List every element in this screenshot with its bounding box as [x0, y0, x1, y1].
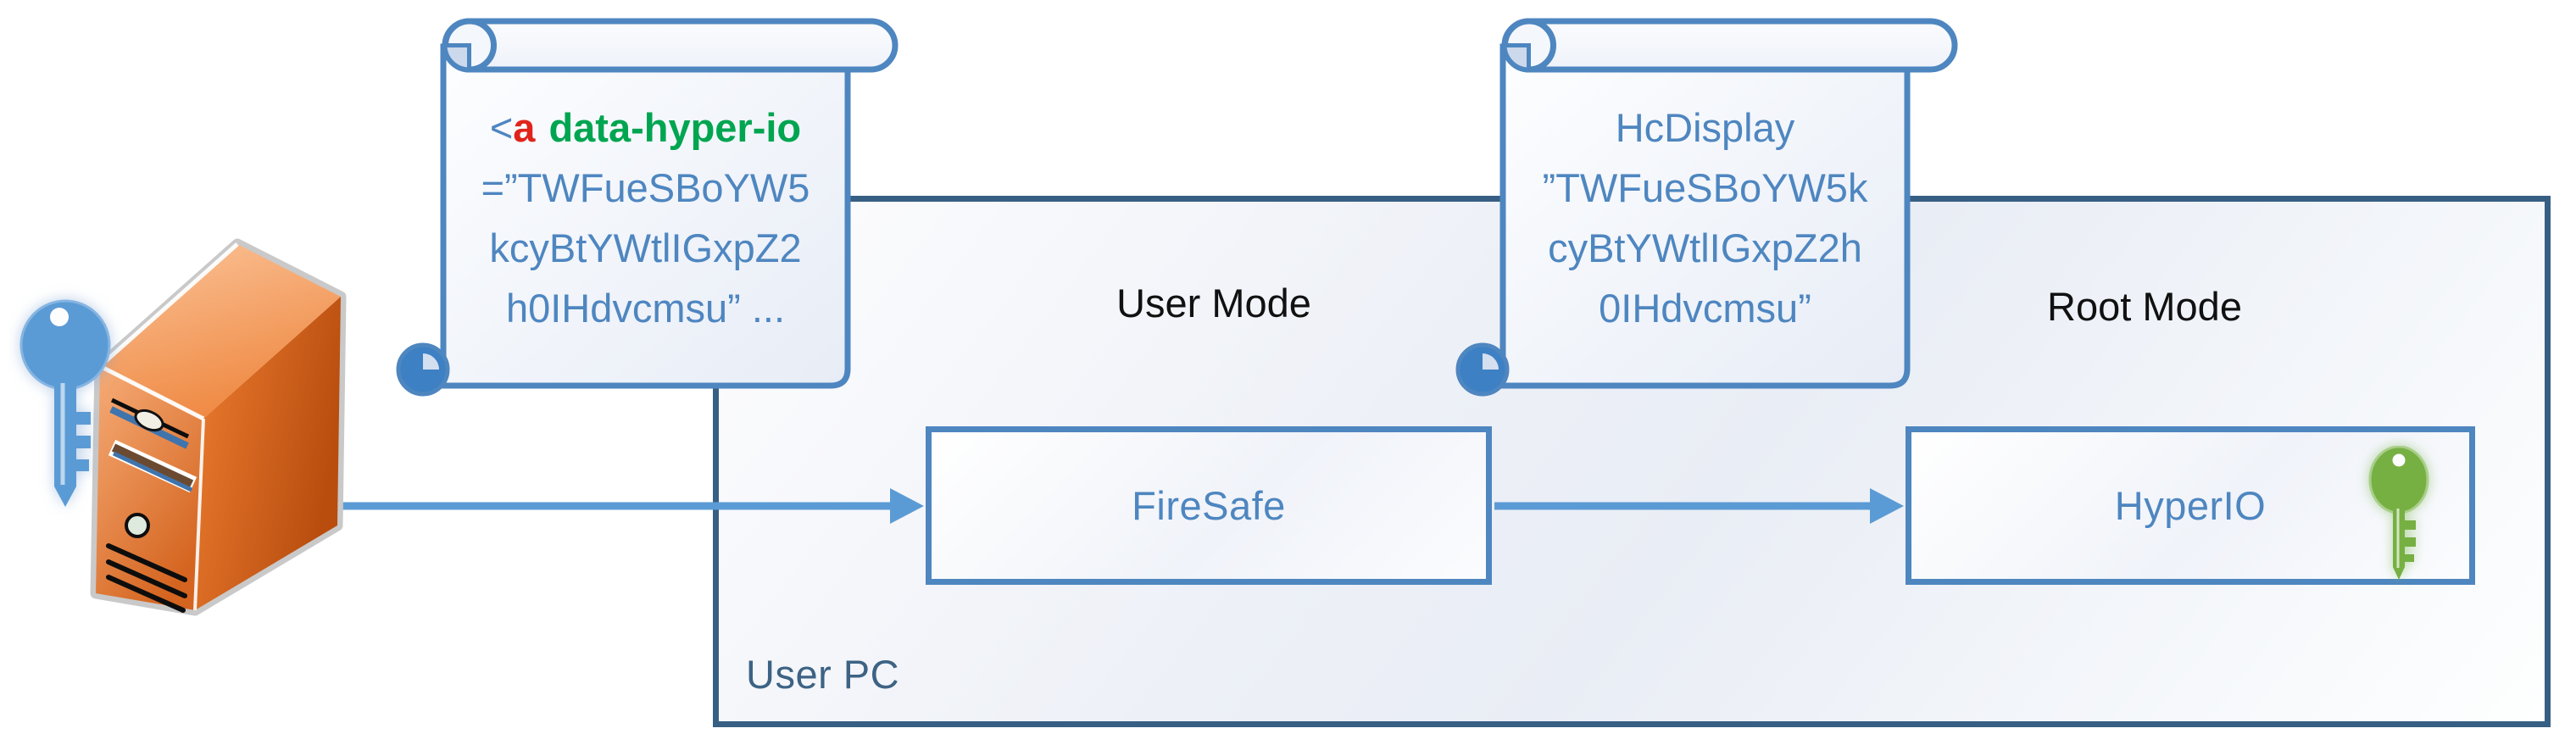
user-mode-label: User Mode	[1116, 281, 1311, 325]
code-note-line4: h0IHdvcmsu” ...	[505, 286, 786, 331]
html-bracket: <	[489, 105, 514, 150]
code-note-line3: kcyBtYWtlIGxpZ2	[489, 225, 802, 270]
root-key-icon	[2368, 446, 2429, 580]
display-note-scroll: HcDisplay ”TWFueSBoYW5k cyBtYWtlIGxpZ2h …	[1454, 13, 1962, 411]
code-note-scroll: <a data-hyper-io =”TWFueSBoYW5 kcyBtYWtlI…	[394, 13, 903, 411]
html-tag: a	[513, 105, 536, 150]
root-mode-label: Root Mode	[2047, 284, 2242, 329]
display-note-line2: ”TWFueSBoYW5k	[1542, 165, 1868, 210]
code-note-text: <a data-hyper-io =”TWFueSBoYW5 kcyBtYWtlI…	[443, 97, 848, 338]
display-note-line3: cyBtYWtlIGxpZ2h	[1548, 225, 1862, 270]
hyperio-box: HyperIO	[1906, 426, 2475, 585]
tower-body	[90, 238, 347, 616]
code-note-line2: =”TWFueSBoYW5	[481, 165, 810, 210]
power-button	[125, 513, 150, 538]
drive-eject-button	[134, 409, 164, 432]
firesafe-box: FireSafe	[926, 426, 1492, 585]
user-key-icon	[19, 299, 111, 507]
user-pc-label: User PC	[746, 652, 900, 697]
display-note-line4: 0IHdvcmsu”	[1599, 286, 1811, 331]
scroll-shape	[1455, 18, 1958, 397]
display-note-text: HcDisplay ”TWFueSBoYW5k cyBtYWtlIGxpZ2h …	[1503, 97, 1907, 338]
hyperio-label: HyperIO	[2114, 483, 2267, 528]
scroll-shape	[396, 18, 899, 397]
display-note-line1: HcDisplay	[1615, 105, 1795, 150]
firesafe-label: FireSafe	[1132, 483, 1286, 528]
user-pc-tower-icon	[19, 238, 347, 616]
code-note-line1: <a data-hyper-io	[443, 97, 848, 158]
html-attribute: data-hyper-io	[548, 105, 802, 150]
